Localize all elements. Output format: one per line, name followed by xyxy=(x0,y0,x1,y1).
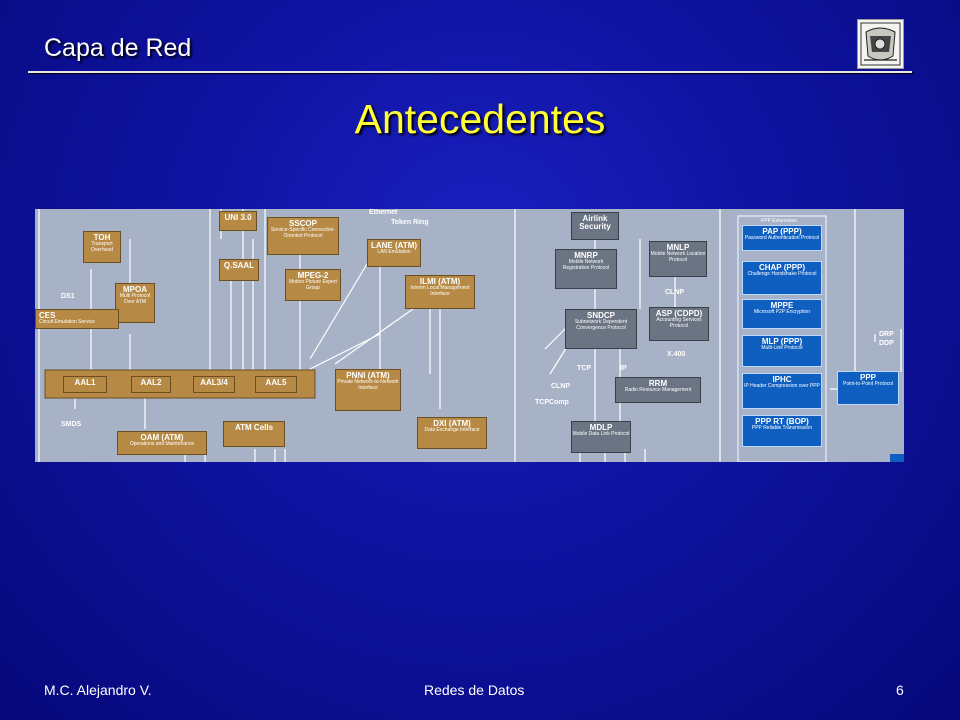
box-asp: ASP (CDPD)Accounting Services Protocol xyxy=(649,307,709,341)
slide-title: Antecedentes xyxy=(354,96,606,142)
header-rule xyxy=(28,71,912,73)
box-ilmi: ILMI (ATM)Interim Local Management Inter… xyxy=(405,275,475,309)
label-ethernet: Ethernet xyxy=(369,209,398,216)
label-ds1: DS1 xyxy=(61,293,75,300)
label-tcp: TCP xyxy=(577,365,591,372)
label-clnp: CLNP xyxy=(551,383,571,390)
header-title: Capa de Red xyxy=(44,34,192,62)
box-airlink: Airlink Security xyxy=(571,212,619,240)
label-clnp-top: CLNP xyxy=(665,289,685,296)
box-qsaal: Q.SAAL xyxy=(219,259,259,281)
box-lane: LANE (ATM)LAN Emulation xyxy=(367,239,421,267)
box-uni30: UNI 3.0 xyxy=(219,211,257,231)
footer-page-number: 6 xyxy=(896,682,904,698)
box-pap: PAP (PPP)Password Authentication Protoco… xyxy=(742,225,822,251)
box-oam: OAM (ATM)Operations and Maintenance xyxy=(117,431,207,455)
box-ppprt: PPP RT (BOP)PPP Reliable Transmission xyxy=(742,415,822,447)
label-ip: IP xyxy=(620,365,627,372)
box-aal5: AAL5 xyxy=(255,376,297,393)
box-aal2: AAL2 xyxy=(131,376,171,393)
box-dxi: DXI (ATM)Data Exchange Interface xyxy=(417,417,487,449)
label-tokenring: Token Ring xyxy=(391,219,429,226)
box-aal34: AAL3/4 xyxy=(193,376,235,393)
box-mlp: MLP (PPP)Multi-Link Protocol xyxy=(742,335,822,367)
label-drp: DRP xyxy=(879,331,894,338)
box-chap: CHAP (PPP)Challenge Handshake Protocol xyxy=(742,261,822,295)
label-tcpcomp: TCPComp xyxy=(535,399,569,406)
crest-icon xyxy=(860,22,901,66)
label-smds: SMDS xyxy=(61,421,82,428)
footer-author: M.C. Alejandro V. xyxy=(44,682,152,698)
footer-course: Redes de Datos xyxy=(424,682,525,698)
label-x400: X.400 xyxy=(667,351,686,358)
box-aal1: AAL1 xyxy=(63,376,107,393)
label-ddp: DDP xyxy=(879,340,894,347)
label-pppext: PPP Extensions xyxy=(761,218,797,224)
box-atmcells: ATM Cells xyxy=(223,421,285,447)
university-logo xyxy=(857,19,904,69)
box-pnni: PNNI (ATM)Private Network-to-Network Int… xyxy=(335,369,401,411)
